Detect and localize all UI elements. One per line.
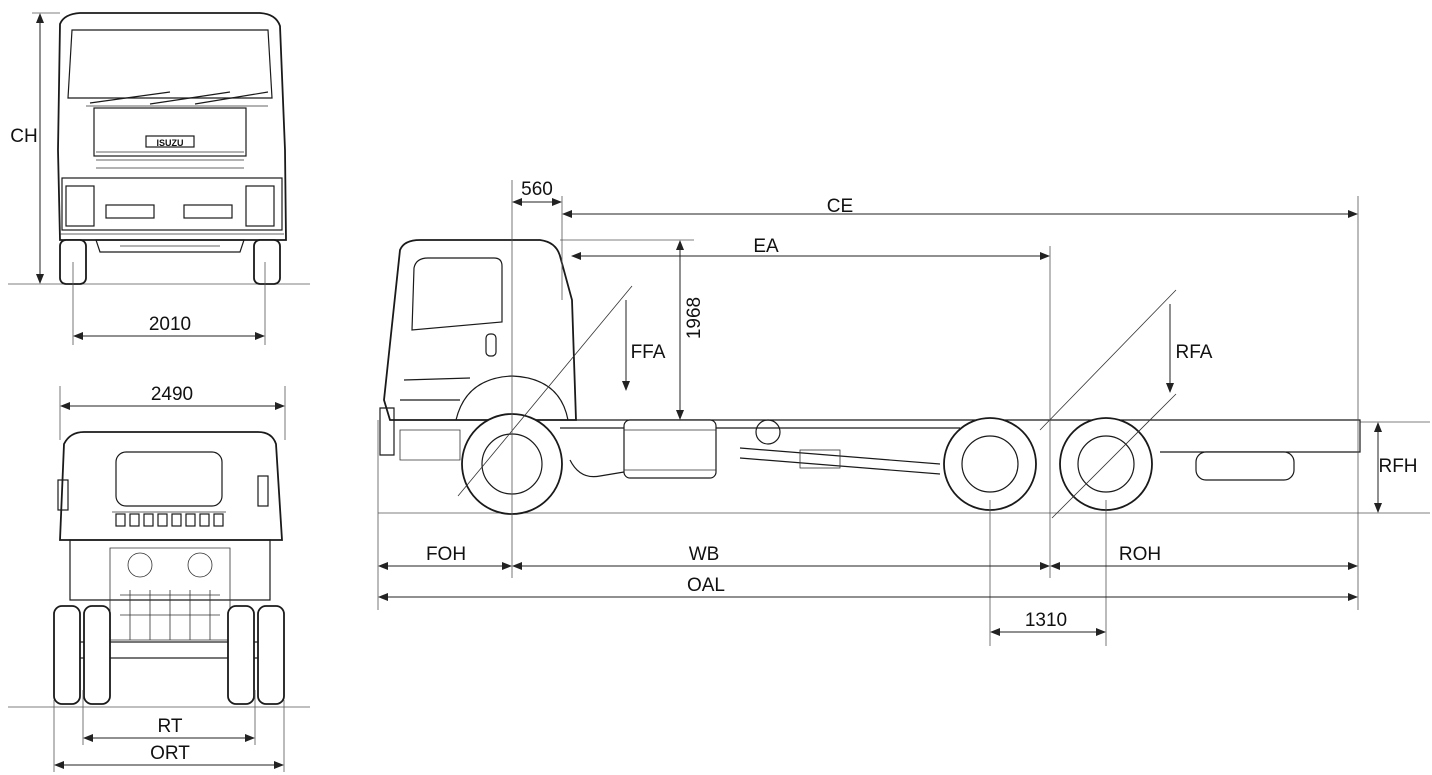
dim-foh: FOH bbox=[426, 544, 466, 565]
front-view: ISUZU CH 2010 bbox=[8, 12, 310, 345]
dim-rfa: RFA bbox=[1176, 342, 1213, 363]
dim-ort: ORT bbox=[150, 743, 190, 764]
dim-wb: WB bbox=[689, 544, 720, 565]
dim-560: 560 bbox=[521, 179, 553, 200]
dim-ffa: FFA bbox=[631, 342, 666, 363]
side-view: 560 CE EA 1968 FFA RFA RFH FOH WB ROH OA… bbox=[377, 179, 1430, 646]
dim-ch: CH bbox=[10, 126, 37, 147]
dim-track: 2010 bbox=[149, 314, 191, 335]
dim-1968: 1968 bbox=[684, 297, 705, 339]
dim-rt: RT bbox=[158, 716, 183, 737]
dim-oal: OAL bbox=[687, 575, 725, 596]
dim-1310: 1310 bbox=[1025, 610, 1067, 631]
dim-rfh: RFH bbox=[1378, 456, 1417, 477]
dim-ea: EA bbox=[753, 236, 779, 257]
brand-logo: ISUZU bbox=[157, 138, 184, 148]
dim-width: 2490 bbox=[151, 384, 193, 405]
dim-ce: CE bbox=[827, 196, 853, 217]
rear-view: 2490 RT ORT bbox=[8, 384, 310, 772]
dim-roh: ROH bbox=[1119, 544, 1161, 565]
